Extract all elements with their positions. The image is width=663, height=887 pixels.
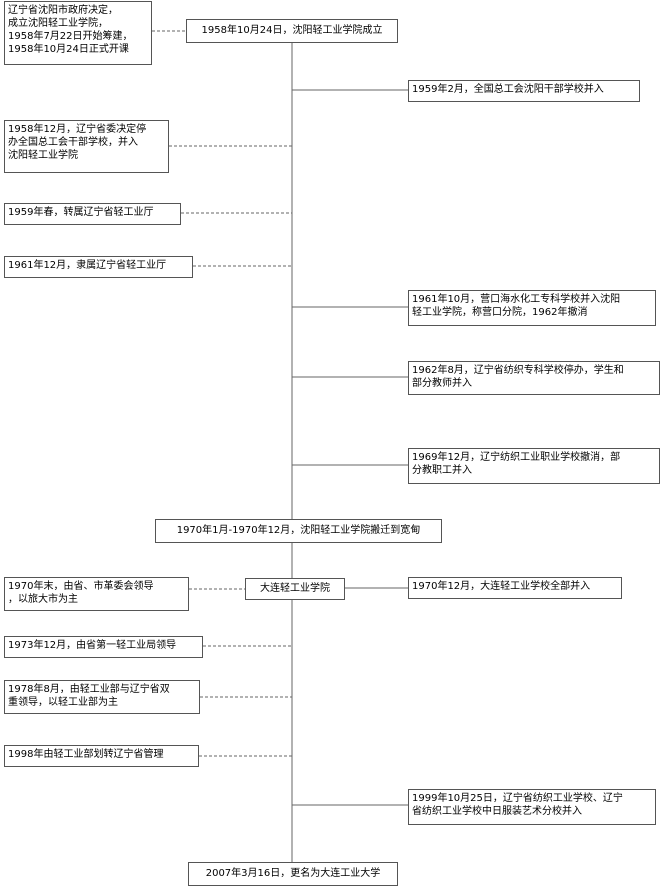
dalian-college-box: 大连轻工业学院	[245, 578, 345, 600]
right-event-box: 1961年10月，营口海水化工专科学校并入沈阳 轻工业学院，称营口分院，1962…	[408, 290, 656, 326]
right-event-box: 1999年10月25日，辽宁省纺织工业学校、辽宁 省纺织工业学校中日服装艺术分校…	[408, 789, 656, 825]
founding-event-box: 1958年10月24日，沈阳轻工业学院成立	[186, 19, 398, 43]
right-event-box: 1970年12月，大连轻工业学校全部并入	[408, 577, 622, 599]
left-event-box: 1959年春，转属辽宁省轻工业厅	[4, 203, 181, 225]
right-event-box: 1969年12月，辽宁纺织工业职业学校撤消，部 分教职工并入	[408, 448, 660, 484]
left-event-box: 1958年12月，辽宁省委决定停 办全国总工会干部学校，并入 沈阳轻工业学院	[4, 120, 169, 173]
renaming-event-box: 2007年3月16日，更名为大连工业大学	[188, 862, 398, 886]
left-event-box: 1961年12月，隶属辽宁省轻工业厅	[4, 256, 193, 278]
right-event-box: 1959年2月，全国总工会沈阳干部学校并入	[408, 80, 640, 102]
left-event-box: 1973年12月，由省第一轻工业局领导	[4, 636, 203, 658]
left-event-box: 1970年末，由省、市革委会领导 ，以旅大市为主	[4, 577, 189, 611]
left-event-box: 1998年由轻工业部划转辽宁省管理	[4, 745, 199, 767]
relocation-event-box: 1970年1月-1970年12月，沈阳轻工业学院搬迁到宽甸	[155, 519, 442, 543]
left-event-box: 辽宁省沈阳市政府决定， 成立沈阳轻工业学院， 1958年7月22日开始筹建， 1…	[4, 1, 152, 65]
left-event-box: 1978年8月，由轻工业部与辽宁省双 重领导，以轻工业部为主	[4, 680, 200, 714]
right-event-box: 1962年8月，辽宁省纺织专科学校停办，学生和 部分教师并入	[408, 361, 660, 395]
